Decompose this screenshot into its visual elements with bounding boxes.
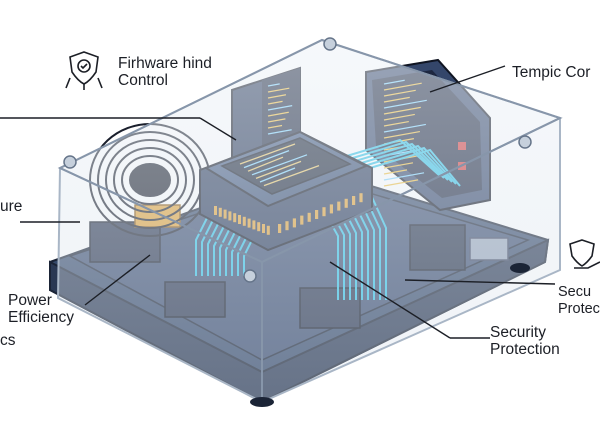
label-firmware-line1: Firhware hind — [118, 55, 212, 72]
label-security-right-line2: Protec — [558, 301, 600, 317]
label-security-main-line2: Protection — [490, 341, 560, 358]
label-firmware-line2: Control — [118, 72, 168, 89]
hand-shield-icon — [569, 239, 600, 269]
label-tempic-line1: Tempic Cor — [512, 64, 591, 81]
label-power-line2: Efficiency — [8, 309, 75, 326]
label-ure: ure — [0, 198, 22, 215]
label-security-right-line1: Secu — [558, 284, 592, 300]
label-tempic: Tempic Cor — [512, 64, 590, 81]
leader-lines — [0, 65, 556, 339]
label-security-main: Security Protection — [490, 324, 560, 358]
label-power-line1: Power — [8, 292, 52, 309]
label-power: Power Efficiency — [8, 292, 74, 326]
label-cs: cs — [0, 332, 16, 349]
label-security-right: Secu Protec — [558, 284, 600, 318]
label-cs-line1: cs — [0, 332, 16, 349]
label-security-main-line1: Security — [490, 324, 546, 341]
shield-gear-icon — [65, 51, 103, 90]
transparent-case — [56, 37, 563, 407]
label-firmware: Firhware hind Control — [118, 55, 212, 89]
label-ure-line1: ure — [0, 198, 23, 215]
